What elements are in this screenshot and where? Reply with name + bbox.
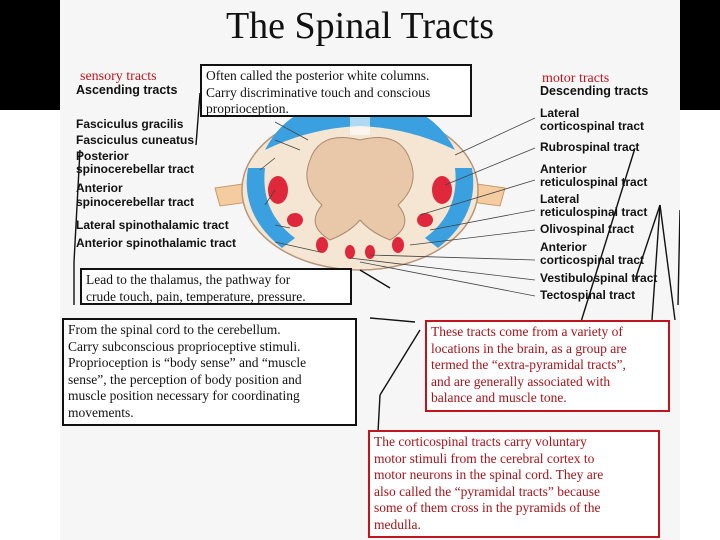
box-line: motor neurons in the spinal cord. They a… — [374, 467, 604, 482]
sensory-tracts-tag: sensory tracts — [80, 69, 157, 84]
ascending-label: Lateral spinothalamic tract — [76, 218, 229, 232]
descending-label: Lateral — [540, 192, 580, 206]
posterior-columns-box: Often called the posterior white columns… — [200, 64, 472, 117]
descending-label: reticulospinal tract — [540, 205, 648, 219]
corticospinal-box: The corticospinal tracts carry voluntary… — [368, 430, 660, 538]
thalamus-box: Lead to the thalamus, the pathway for cr… — [80, 268, 352, 305]
box-line: Carry discriminative touch and conscious — [206, 84, 431, 100]
extrapyramidal-box: These tracts come from a variety of loca… — [425, 320, 670, 412]
right-corticospinal-mark — [432, 176, 452, 204]
motor-tracts-tag: motor tracts — [542, 71, 610, 86]
box-line: termed the “extra-pyramidal tracts”, — [431, 357, 626, 372]
box-line: The corticospinal tracts carry voluntary — [374, 434, 587, 449]
box-line: also called the “pyramidal tracts” becau… — [374, 483, 601, 499]
box-line: Proprioception is “body sense” and “musc… — [68, 355, 307, 370]
box-line: From the spinal cord to the cerebellum. — [68, 322, 281, 337]
box-line: Often called the posterior white columns… — [206, 68, 430, 83]
descending-label: Olivospinal tract — [540, 222, 635, 236]
box-line: some of them cross in the pyramids of th… — [374, 500, 601, 515]
right-lateral-band — [425, 168, 474, 248]
ascending-label: Posterior — [76, 149, 129, 163]
box-line: crude touch, pain, temperature, pressure… — [86, 288, 306, 304]
descending-label: corticospinal tract — [540, 119, 645, 133]
box-line: balance and muscle tone. — [431, 390, 567, 405]
box-line: proprioception. — [206, 101, 289, 116]
box-line: and are generally associated with — [431, 373, 611, 389]
ascending-label: Anterior spinothalamic tract — [76, 236, 237, 250]
ascending-heading: Ascending tracts — [76, 83, 178, 97]
descending-label: Vestibulospinal tract — [540, 271, 658, 285]
box-line: locations in the brain, as a group are — [431, 340, 627, 356]
descending-label: Anterior — [540, 240, 587, 254]
left-lateral-band — [246, 168, 295, 248]
box-line: muscle position necessary for coordinati… — [68, 388, 300, 403]
box-line: sense”, the perception of body position … — [68, 371, 302, 387]
box-line: medulla. — [374, 516, 421, 532]
ascending-label: Fasciculus gracilis — [76, 117, 184, 131]
ascending-label: spinocerebellar tract — [76, 162, 195, 176]
ascending-label: spinocerebellar tract — [76, 195, 195, 209]
right-black-bar — [680, 0, 720, 110]
ascending-label: Anterior — [76, 181, 123, 195]
descending-label: Rubrospinal tract — [540, 140, 640, 154]
descending-label: Lateral — [540, 106, 580, 120]
box-line: motor stimuli from the cerebral cortex t… — [374, 450, 595, 466]
cerebellum-box: From the spinal cord to the cerebellum. … — [62, 318, 357, 426]
leader-lines — [259, 117, 536, 297]
ascending-label: Fasciculus cuneatus — [76, 133, 195, 147]
box-line: These tracts come from a variety of — [431, 324, 623, 339]
descending-heading: Descending tracts — [540, 84, 649, 98]
descending-label: reticulospinal tract — [540, 175, 648, 189]
gray-matter — [306, 137, 414, 241]
descending-label: corticospinal tract — [540, 253, 645, 267]
spinal-cord-diagram — [73, 92, 680, 433]
box-line: movements. — [68, 404, 134, 420]
left-corticospinal-mark — [268, 176, 288, 204]
slide-title: The Spinal Tracts — [225, 5, 495, 47]
box-line: Lead to the thalamus, the pathway for — [86, 272, 291, 287]
descending-label: Tectospinal tract — [540, 288, 636, 302]
box-line: Carry subconscious proprioceptive stimul… — [68, 338, 301, 354]
slide: The Spinal Tracts — [60, 0, 680, 540]
left-black-bar — [0, 0, 60, 110]
descending-label: Anterior — [540, 162, 587, 176]
